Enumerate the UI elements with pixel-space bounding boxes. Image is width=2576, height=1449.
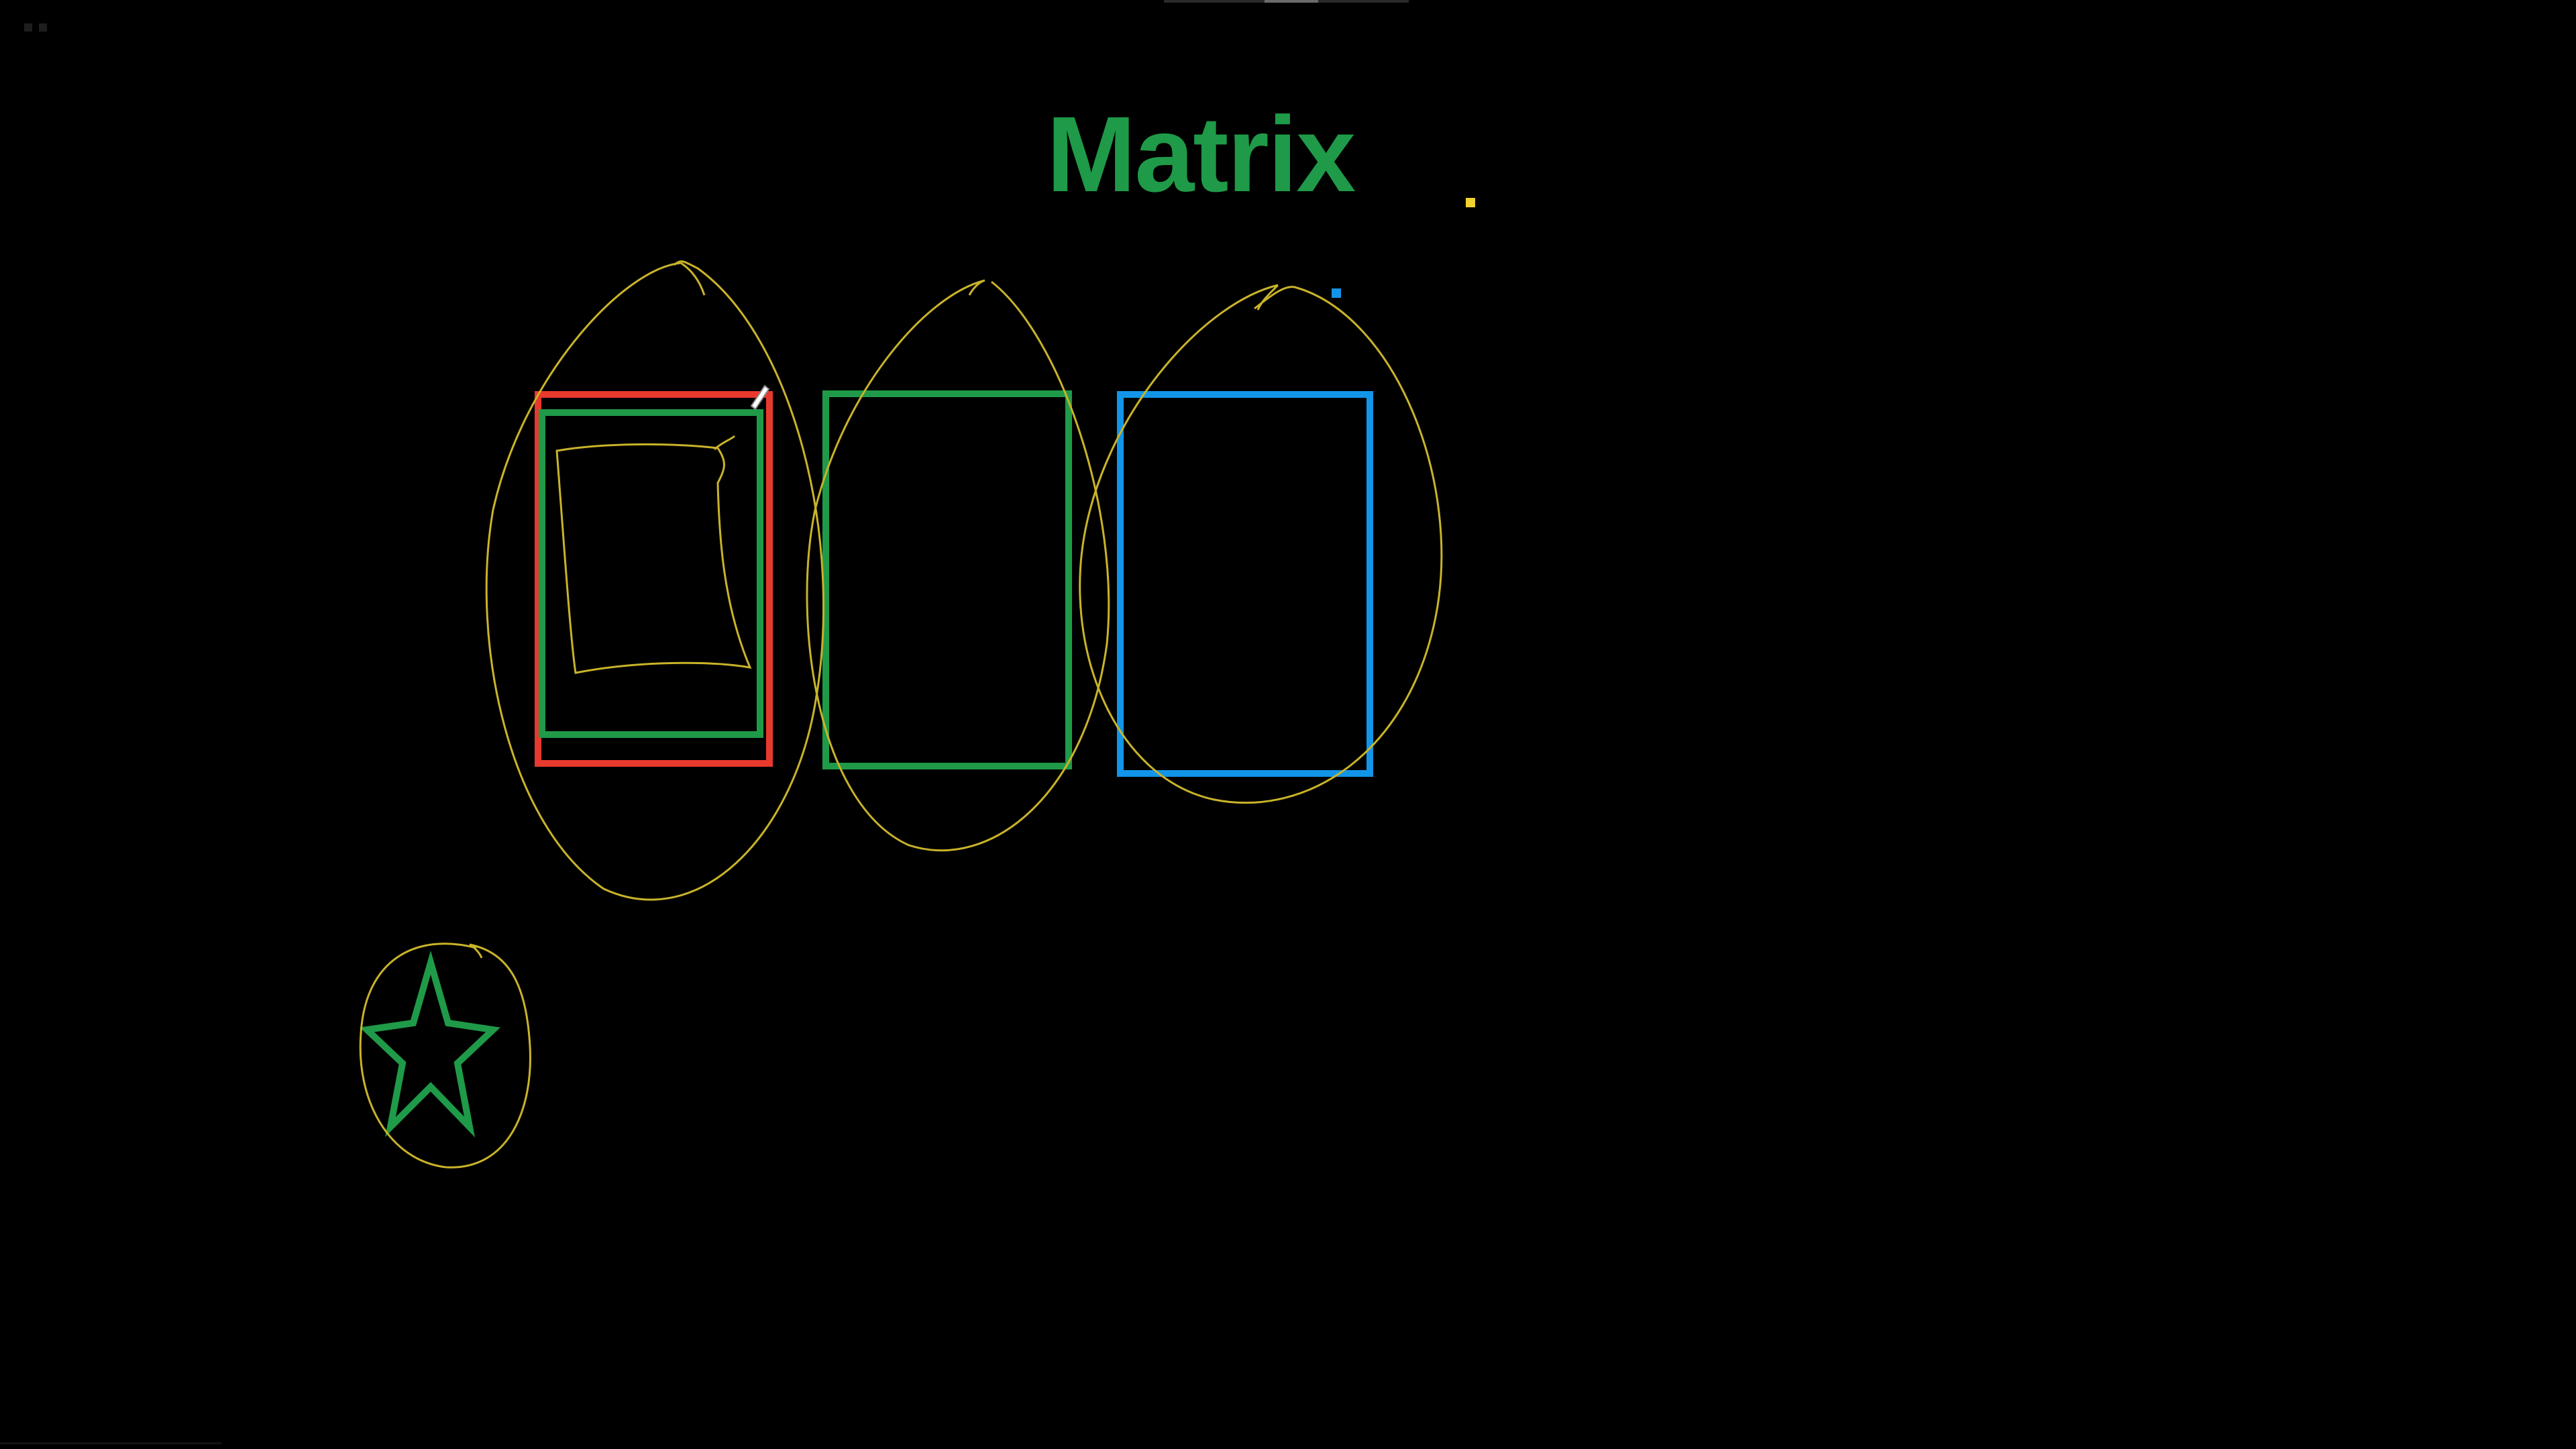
red-rectangle[interactable] bbox=[535, 391, 773, 767]
window-control-dot[interactable] bbox=[39, 23, 47, 32]
window-drag-handle[interactable] bbox=[1164, 0, 1409, 3]
board-title: Matrix bbox=[1046, 94, 1356, 214]
window-drag-handle-highlight bbox=[1265, 0, 1318, 3]
middle-green-rectangle[interactable] bbox=[822, 390, 1072, 769]
blue-pen-dot bbox=[1332, 288, 1341, 298]
right-oval-sketch[interactable] bbox=[1079, 284, 1443, 804]
star-circle-sketch[interactable] bbox=[359, 943, 531, 1169]
pen-cursor-icon bbox=[750, 384, 770, 411]
window-controls[interactable] bbox=[24, 23, 71, 38]
bottom-edge-bar bbox=[0, 1442, 221, 1444]
inner-green-rectangle[interactable] bbox=[539, 409, 763, 738]
yellow-pen-dot bbox=[1466, 198, 1475, 207]
hand-drawn-square[interactable] bbox=[555, 435, 752, 674]
middle-oval-sketch[interactable] bbox=[806, 279, 1110, 852]
green-star[interactable] bbox=[360, 950, 500, 1138]
blue-rectangle[interactable] bbox=[1117, 391, 1373, 777]
window-control-dot[interactable] bbox=[24, 23, 32, 32]
left-oval-sketch[interactable] bbox=[485, 260, 825, 901]
